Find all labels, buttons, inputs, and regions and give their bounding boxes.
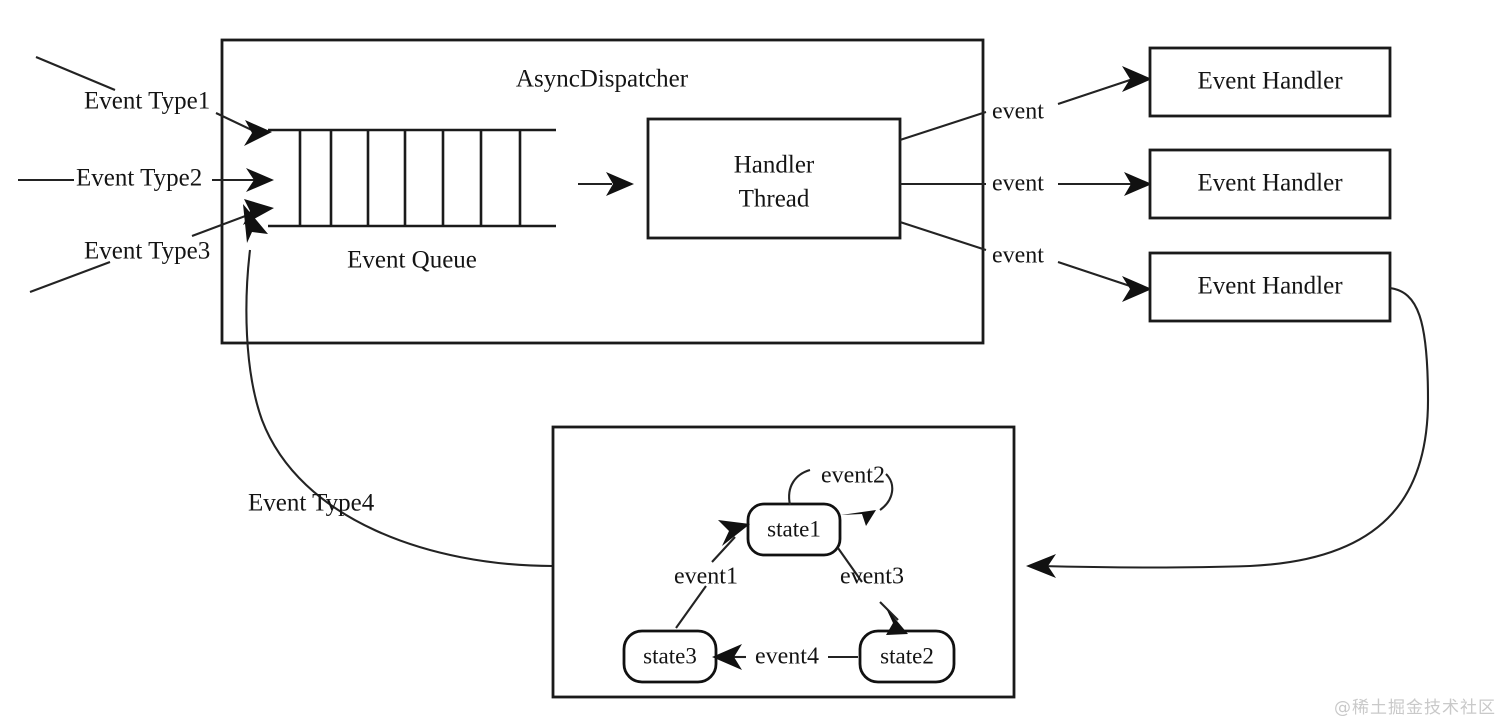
transition-event2-label: event2: [821, 463, 885, 489]
event-handler-box-1: [1148, 46, 1392, 118]
event-type3-label: Event Type3: [84, 238, 210, 265]
asyncdispatcher-label: AsyncDispatcher: [516, 66, 689, 93]
dispatch-edge-1-outer: [1057, 77, 1137, 105]
queue-to-handler-arrowhead: [606, 172, 634, 196]
transition-event4-label: event4: [755, 644, 819, 670]
dispatch-edge-2-label: event: [992, 171, 1044, 197]
dispatch-edge-2: event: [900, 171, 1152, 197]
dispatch-edge-1-inner: [899, 111, 987, 141]
transition-event1-upper: [711, 536, 736, 563]
transition-event3-arrowhead: [886, 608, 908, 635]
event-type4-arrowhead: [243, 204, 268, 243]
dispatch-edge-1-label: event: [992, 99, 1044, 125]
event-type1-label: Event Type1: [84, 88, 210, 115]
transition-event3: event3: [837, 547, 908, 635]
queue-to-handler-arrow: [578, 172, 634, 196]
transition-event3-lower: [879, 601, 899, 621]
state-label-state1: state1: [767, 516, 821, 541]
event-type2-label: Event Type2: [76, 165, 202, 192]
transition-event1-label: event1: [674, 564, 738, 590]
event-handler-label-2: Event Handler: [1197, 170, 1343, 197]
dispatch-edge-3: event: [899, 221, 1152, 302]
event-queue-label: Event Queue: [347, 247, 477, 274]
dispatch-edge-3-arrowhead: [1122, 276, 1152, 302]
transition-event2-arrowhead: [841, 510, 876, 526]
transition-event1-arrowhead: [718, 520, 750, 546]
event-handler-box-3: [1148, 251, 1392, 323]
event-type4-path: [245, 249, 554, 568]
transition-event2-right-arc: [879, 473, 894, 511]
handler-feedback-path: [1039, 286, 1430, 569]
dispatch-edge-1-arrowhead: [1122, 66, 1152, 92]
state-label-state2: state2: [880, 643, 934, 668]
transition-event4: event4: [712, 644, 858, 670]
event-type4-label: Event Type4: [248, 490, 375, 517]
event-handler-box-2: [1148, 148, 1392, 220]
input-event-type2: Event Type2: [18, 165, 274, 192]
dispatch-edge-2-arrowhead: [1124, 172, 1152, 196]
watermark: @稀土掘金技术社区: [1334, 698, 1496, 718]
transition-event4-arrowhead: [712, 644, 742, 670]
event-queue: [268, 128, 556, 228]
handler-feedback-arrowhead: [1026, 554, 1056, 578]
input-event-type1: Event Type1: [35, 56, 272, 146]
handler-thread-label-line1: Handler: [734, 152, 815, 179]
state-node-state2: [858, 629, 956, 684]
transition-event2: event2: [788, 463, 894, 526]
event-type3-leader: [29, 261, 111, 293]
input-event-type4: Event Type4: [243, 204, 554, 568]
transition-event3-label: event3: [840, 564, 904, 590]
event-type1-leader: [35, 56, 116, 91]
transition-event3-upper: [837, 547, 863, 583]
handler-thread-box: [646, 117, 902, 240]
input-event-type3: Event Type3: [29, 199, 274, 293]
transition-event2-left-arc: [788, 468, 811, 506]
state-node-state1: [746, 502, 842, 557]
state-label-state3: state3: [643, 643, 697, 668]
handler-thread-label-line2: Thread: [739, 186, 810, 213]
dispatch-edge-3-outer: [1057, 261, 1137, 289]
transition-event1: event1: [674, 520, 750, 629]
dispatch-edge-3-inner: [899, 221, 987, 251]
handler-to-statemachine-feedback: [1026, 286, 1430, 578]
dispatch-edge-3-label: event: [992, 243, 1044, 269]
event-type2-arrowhead: [246, 168, 274, 192]
dispatch-edge-1: event: [899, 66, 1152, 141]
event-handler-label-3: Event Handler: [1197, 273, 1343, 300]
event-type1-arrowhead: [244, 120, 272, 146]
transition-event1-lower: [675, 585, 707, 629]
event-handler-label-1: Event Handler: [1197, 68, 1343, 95]
